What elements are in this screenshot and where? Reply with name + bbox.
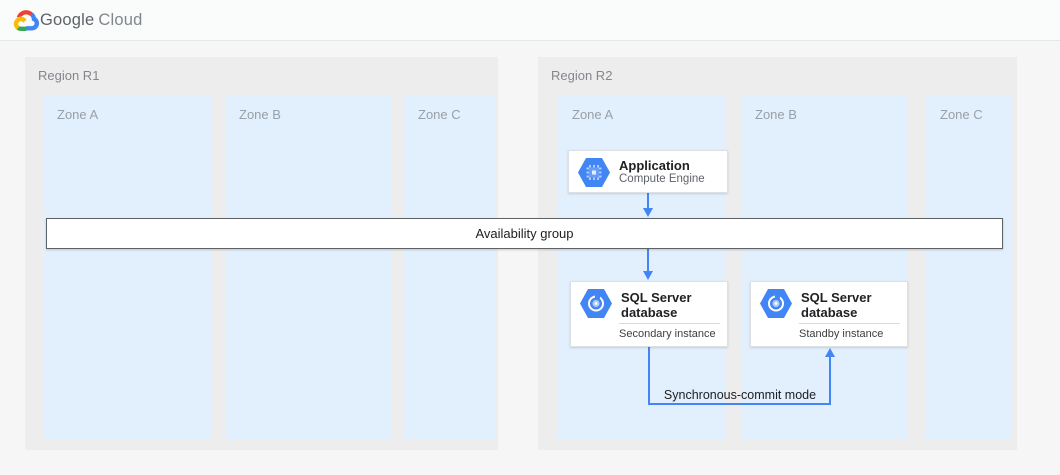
card-divider — [619, 323, 720, 324]
availability-group-bar: Availability group — [46, 218, 1003, 249]
sql-secondary-caption: Secondary instance — [619, 328, 716, 340]
brand-cloud: Cloud — [98, 10, 143, 29]
cloud-sql-icon — [580, 289, 612, 318]
compute-engine-icon — [578, 158, 610, 187]
r1-zone-b-label: Zone B — [239, 107, 281, 122]
region-r2-label: Region R2 — [551, 68, 613, 83]
availability-group-label: Availability group — [475, 226, 574, 241]
r1-zone-a-label: Zone A — [57, 107, 99, 122]
cloud-sql-icon — [760, 289, 792, 318]
r1-zone-a: Zone A — [43, 95, 212, 440]
card-divider — [799, 323, 900, 324]
application-card-title: Application — [619, 158, 690, 173]
brand-google: Google — [40, 10, 95, 29]
google-cloud-logo-icon — [13, 9, 40, 31]
sync-commit-mode-label: Synchronous-commit mode — [663, 388, 817, 402]
application-card: Application Compute Engine — [568, 150, 728, 193]
r2-zone-c: Zone C — [926, 95, 1012, 440]
r2-zone-b-label: Zone B — [755, 107, 797, 122]
sql-secondary-card-title: SQL Server database — [621, 290, 692, 320]
r1-zone-b: Zone B — [225, 95, 391, 440]
sql-secondary-card: SQL Server database Secondary instance — [570, 281, 728, 347]
sql-standby-caption: Standby instance — [799, 328, 884, 340]
r1-zone-c-label: Zone C — [418, 107, 461, 122]
application-card-subtitle: Compute Engine — [619, 173, 705, 185]
r1-zone-c: Zone C — [404, 95, 495, 440]
r2-zone-c-label: Zone C — [940, 107, 983, 122]
region-r1-label: Region R1 — [38, 68, 100, 83]
region-r1: Region R1 Zone A Zone B Zone C — [25, 57, 498, 450]
sql-standby-card: SQL Server database Standby instance — [750, 281, 908, 347]
google-cloud-logo — [13, 9, 40, 32]
r2-zone-a-label: Zone A — [572, 107, 614, 122]
sql-standby-card-title: SQL Server database — [801, 290, 872, 320]
